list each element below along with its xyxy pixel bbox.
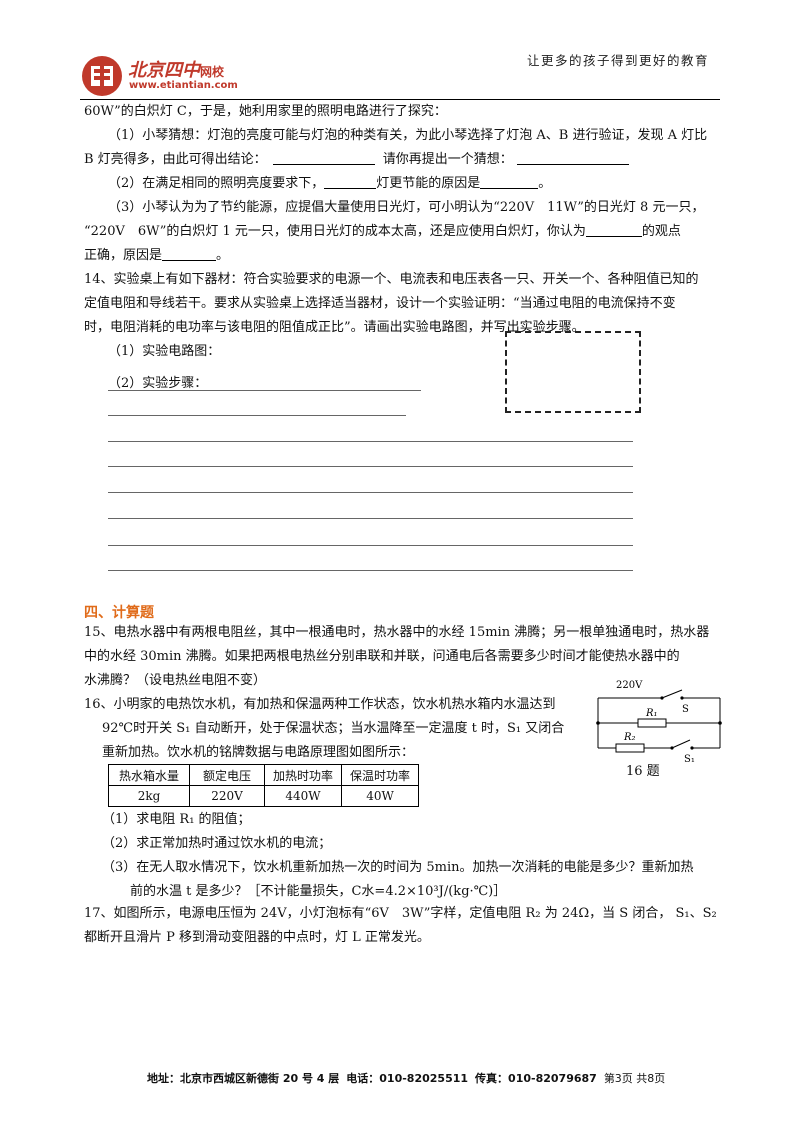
fig-switch-s-label: S [682, 704, 689, 715]
logo-name: 北京四中网校 [128, 60, 225, 81]
q14-line3: 时，电阻消耗的电功率与该电阻的阻值成正比”。请画出实验电路图，并写出实验步骤。 [84, 320, 585, 335]
q16-line2: 92℃时开关 S₁ 自动断开，处于保温状态；当水温降至一定温度 t 时，S₁ 又… [102, 721, 565, 736]
header-rule [80, 99, 720, 100]
table-cell: 440W [264, 785, 342, 807]
page-number: 第3页 共8页 [603, 1072, 666, 1085]
q16-circuit-diagram: 220V S R₁ R₂ S₁ [596, 680, 722, 765]
q16-sub3-line1: （3）在无人取水情况下，饮水机重新加热一次的时间为 5min。加热一次消耗的电能… [102, 860, 694, 875]
q13-line1: 60W”的白炽灯 C，于是，她利用家里的照明电路进行了探究： [84, 104, 447, 119]
fig-r2-label: R₂ [623, 732, 636, 743]
table-row: 2kg 220V 440W 40W [108, 785, 419, 807]
q14-line2: 定值电阻和导线若干。要求从实验桌上选择适当器材，设计一个实验证明：“当通过电阻的… [84, 296, 676, 311]
q16-sub1: （1）求电阻 R₁ 的阻值； [102, 812, 251, 827]
q17-line1: 17、如图所示，电源电压恒为 24V，小灯泡标有“6V 3W”字样，定值电阻 R… [84, 906, 717, 921]
q16-spec-table: 热水箱水量 额定电压 加热时功率 保温时功率 2kg 220V 440W 40W [108, 764, 419, 807]
answer-line [108, 518, 633, 519]
table-header-cell: 保温时功率 [341, 764, 419, 786]
q13-part3-line2: “220V 6W”的白炽灯 1 元一只，使用日光灯的成本太高，还是应使用白炽灯，… [84, 224, 681, 239]
circuit-drawing-box [505, 331, 641, 413]
q13-part2: （2）在满足相同的照明亮度要求下，灯更节能的原因是。 [108, 176, 552, 191]
header-slogan: 让更多的孩子得到更好的教育 [527, 53, 710, 68]
q17-line2: 都断开且滑片 P 移到滑动变阻器的中点时，灯 L 正常发光。 [84, 930, 430, 945]
q14-sub1: （1）实验电路图： [108, 344, 221, 359]
table-header-cell: 热水箱水量 [108, 764, 190, 786]
answer-line [108, 466, 633, 467]
fig-voltage-label: 220V [616, 680, 643, 691]
q15-line3: 水沸腾？（设电热丝电阻不变） [84, 673, 267, 688]
section-title: 四、计算题 [84, 605, 154, 621]
q16-line1: 16、小明家的电热饮水机，有加热和保温两种工作状态，饮水机热水箱内水温达到 [84, 697, 556, 712]
q16-line3: 重新加热。饮水机的铭牌数据与电路原理图如图所示： [102, 745, 415, 760]
answer-line [108, 390, 421, 391]
answer-line [108, 415, 406, 416]
logo-url: www.etiantian.com [129, 80, 238, 91]
answer-line [108, 570, 633, 571]
q16-sub2: （2）求正常加热时通过饮水机的电流； [102, 836, 332, 851]
page-footer: 地址：北京市西城区新德街 20 号 4 层 电话：010-82025511 传真… [147, 1072, 666, 1085]
q15-line1: 15、电热水器中有两根电阻丝，其中一根通电时，热水器中的水经 15min 沸腾；… [84, 625, 710, 640]
table-cell: 2kg [108, 785, 190, 807]
fig-r1-label: R₁ [645, 708, 658, 719]
q13-part1-line2: B 灯亮得多，由此可得出结论：请你再提出一个猜想： [84, 148, 629, 172]
q16-sub3-line2: 前的水温 t 是多少？［不计能量损失，C水=4.2×10³J/(kg·℃)］ [130, 884, 507, 899]
q14-line1: 14、实验桌上有如下器材：符合实验要求的电源一个、电流表和电压表各一只、开关一个… [84, 272, 699, 287]
q13-part3-line3: 正确，原因是。 [84, 248, 230, 263]
answer-line [108, 545, 633, 546]
header-logo: 北京四中网校 www.etiantian.com [80, 54, 280, 100]
table-header-cell: 额定电压 [189, 764, 265, 786]
table-cell: 40W [341, 785, 419, 807]
q13-part3-line1: （3）小琴认为为了节约能源，应提倡大量使用日光灯，可小明认为“220V 11W”… [108, 200, 705, 215]
answer-line [108, 492, 633, 493]
school-logo-icon [82, 56, 122, 96]
q13-part1-line1: （1）小琴猜想：灯泡的亮度可能与灯泡的种类有关，为此小琴选择了灯泡 A、B 进行… [108, 128, 708, 143]
q15-line2: 中的水经 30min 沸腾。如果把两根电热丝分别串联和并联，问通电后各需要多少时… [84, 649, 680, 664]
table-header-cell: 加热时功率 [264, 764, 342, 786]
fig-caption: 16 题 [626, 764, 660, 779]
q14-sub2: （2）实验步骤： [108, 376, 208, 391]
table-cell: 220V [189, 785, 265, 807]
answer-line [108, 441, 633, 442]
table-header-row: 热水箱水量 额定电压 加热时功率 保温时功率 [108, 764, 419, 786]
fig-switch-s1-label: S₁ [684, 754, 695, 765]
